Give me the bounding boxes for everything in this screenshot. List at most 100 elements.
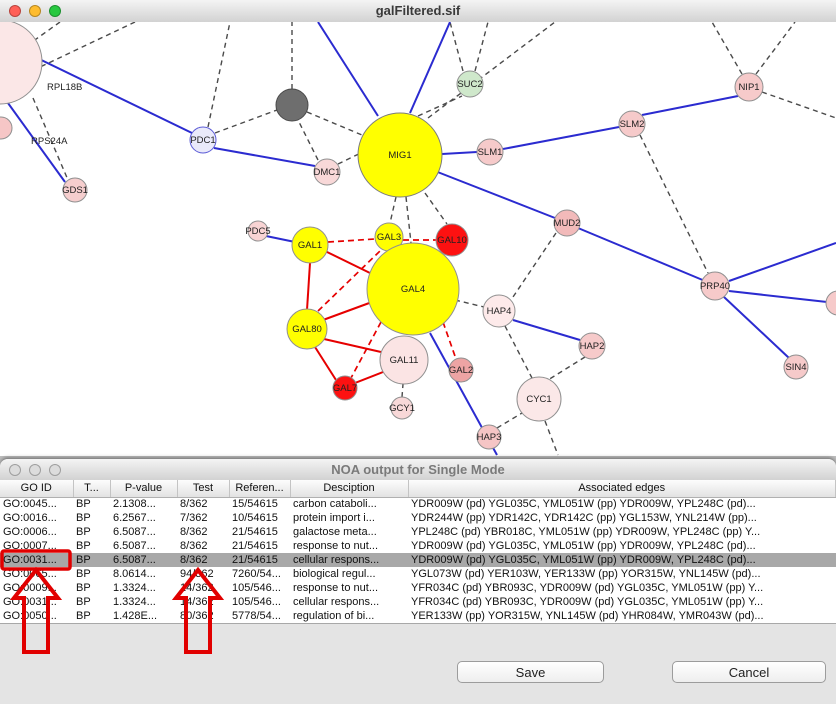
edge-red_dash[interactable]: [317, 250, 381, 312]
node-hap4[interactable]: [482, 294, 516, 328]
node-rps24a-node[interactable]: [0, 116, 13, 140]
edge-pd[interactable]: [755, 22, 796, 75]
column-header-2[interactable]: P-value: [110, 480, 178, 498]
column-header-0[interactable]: GO ID: [0, 480, 74, 498]
edge-pd[interactable]: [405, 196, 412, 244]
node-gal1[interactable]: [291, 226, 329, 264]
edge-pp[interactable]: [0, 91, 66, 183]
edge-pd[interactable]: [207, 22, 231, 128]
column-header-1[interactable]: T...: [73, 480, 111, 498]
save-button[interactable]: Save: [457, 661, 604, 683]
node-cyc1[interactable]: [516, 376, 562, 422]
node-suc2[interactable]: [456, 70, 484, 98]
edge-red[interactable]: [314, 346, 337, 381]
edge-pp[interactable]: [641, 95, 739, 116]
edge-pp[interactable]: [577, 227, 706, 282]
cancel-button[interactable]: Cancel: [672, 661, 826, 683]
edge-pp[interactable]: [213, 147, 316, 167]
column-header-6[interactable]: Associated edges: [408, 480, 836, 498]
node-gal4[interactable]: [366, 242, 460, 336]
edge-red_dash[interactable]: [350, 321, 382, 379]
node-gal80[interactable]: [286, 308, 328, 350]
node-gal2[interactable]: [448, 357, 474, 383]
node-prp40[interactable]: [700, 271, 730, 301]
edge-pd[interactable]: [214, 109, 278, 134]
edge-pp[interactable]: [317, 22, 379, 117]
node-nip1[interactable]: [734, 72, 764, 102]
edge-pd[interactable]: [37, 22, 136, 69]
edge-pd[interactable]: [297, 119, 319, 161]
node-hap2[interactable]: [578, 332, 606, 360]
node-dmc1[interactable]: [313, 158, 341, 186]
edge-pd[interactable]: [474, 22, 489, 72]
edge-red[interactable]: [324, 250, 371, 274]
edge-pd[interactable]: [389, 196, 397, 224]
edge-pd[interactable]: [427, 22, 556, 119]
close-window-button[interactable]: [9, 5, 21, 17]
edge-pd[interactable]: [32, 97, 69, 181]
edge-pd[interactable]: [401, 383, 404, 398]
edge-red[interactable]: [306, 262, 311, 311]
edge-pp[interactable]: [409, 22, 451, 114]
node-slm1[interactable]: [476, 138, 504, 166]
node-slm2[interactable]: [618, 110, 646, 138]
node-pdc5[interactable]: [247, 220, 269, 242]
edge-pp[interactable]: [265, 235, 296, 243]
zoom-window-button[interactable]: [49, 5, 61, 17]
column-header-3[interactable]: Test: [177, 480, 230, 498]
edge-pd[interactable]: [306, 111, 363, 136]
node-gal11[interactable]: [379, 335, 429, 385]
noa-window-titlebar[interactable]: NOA output for Single Mode: [0, 459, 836, 481]
edge-pp[interactable]: [728, 242, 836, 282]
edge-pp[interactable]: [434, 170, 556, 219]
edge-pd[interactable]: [547, 356, 586, 381]
edge-pp[interactable]: [502, 126, 620, 150]
node-gal10[interactable]: [435, 223, 469, 257]
edge-pd[interactable]: [496, 412, 523, 429]
network-window-titlebar[interactable]: galFiltered.sif: [0, 0, 836, 23]
node-mig1[interactable]: [357, 112, 443, 198]
edge-pd[interactable]: [424, 192, 448, 225]
node-sin4[interactable]: [783, 354, 809, 380]
edge-pp[interactable]: [728, 290, 828, 303]
column-header-4[interactable]: Referen...: [229, 480, 291, 498]
node-unnamed-dark[interactable]: [275, 88, 309, 122]
edge-pd[interactable]: [711, 22, 743, 75]
edge-pd[interactable]: [510, 232, 557, 301]
edge-pd[interactable]: [544, 420, 559, 456]
node-edge-node[interactable]: [825, 290, 836, 316]
edge-red[interactable]: [322, 301, 373, 321]
edge-pd[interactable]: [639, 134, 709, 274]
node-hap3[interactable]: [476, 424, 502, 450]
node-gcy1[interactable]: [390, 396, 414, 420]
node-rpl18b-node[interactable]: [0, 22, 43, 105]
node-gds1[interactable]: [62, 177, 88, 203]
minimize-window-button[interactable]: [29, 464, 41, 476]
edge-pp[interactable]: [512, 319, 581, 341]
column-header-5[interactable]: Desciption: [290, 480, 409, 498]
edge-pd[interactable]: [417, 95, 463, 117]
edge-pp[interactable]: [441, 151, 478, 155]
edge-pd[interactable]: [449, 22, 464, 72]
edge-pd[interactable]: [504, 325, 533, 379]
edge-red_dash[interactable]: [327, 238, 376, 243]
edge-red_dash[interactable]: [442, 321, 457, 360]
close-window-button[interactable]: [9, 464, 21, 476]
edge-pp[interactable]: [723, 296, 790, 359]
edge-pd[interactable]: [454, 299, 485, 308]
edge-red[interactable]: [323, 338, 382, 353]
node-pdc1[interactable]: [189, 126, 217, 154]
edge-red[interactable]: [354, 371, 384, 384]
minimize-window-button[interactable]: [29, 5, 41, 17]
edge-pd[interactable]: [761, 91, 836, 119]
